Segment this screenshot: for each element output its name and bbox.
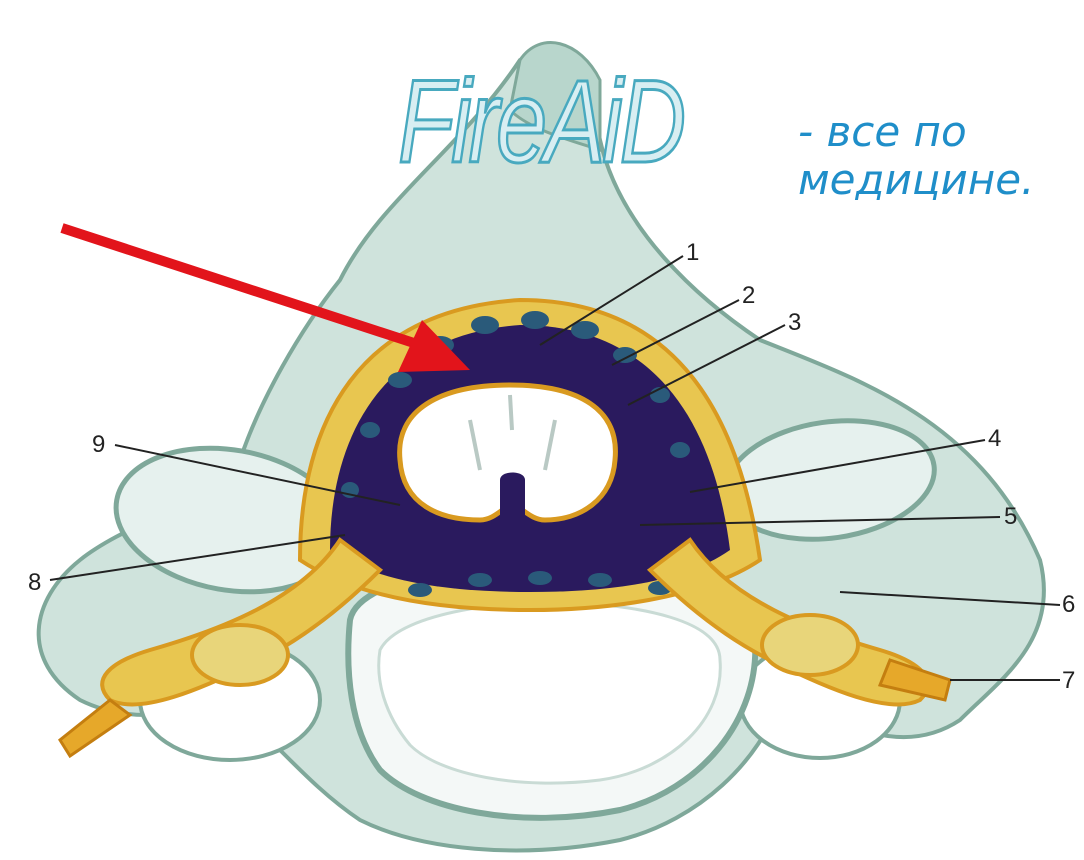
label-8: 8 xyxy=(28,569,41,596)
label-2: 2 xyxy=(742,282,755,309)
label-5: 5 xyxy=(1004,503,1017,530)
label-3: 3 xyxy=(788,309,801,336)
watermark-tagline-line1: - все по xyxy=(798,108,1034,156)
label-7: 7 xyxy=(1062,667,1075,694)
watermark: FireAiD - все по медицине. xyxy=(398,52,1084,222)
label-4: 4 xyxy=(988,425,1001,452)
watermark-tagline-line2: медицине. xyxy=(798,156,1034,204)
label-1: 1 xyxy=(686,239,699,266)
watermark-tagline: - все по медицине. xyxy=(798,108,1034,204)
label-9: 9 xyxy=(92,431,105,458)
watermark-logo: FireAiD xyxy=(398,52,683,192)
label-6: 6 xyxy=(1062,591,1075,618)
